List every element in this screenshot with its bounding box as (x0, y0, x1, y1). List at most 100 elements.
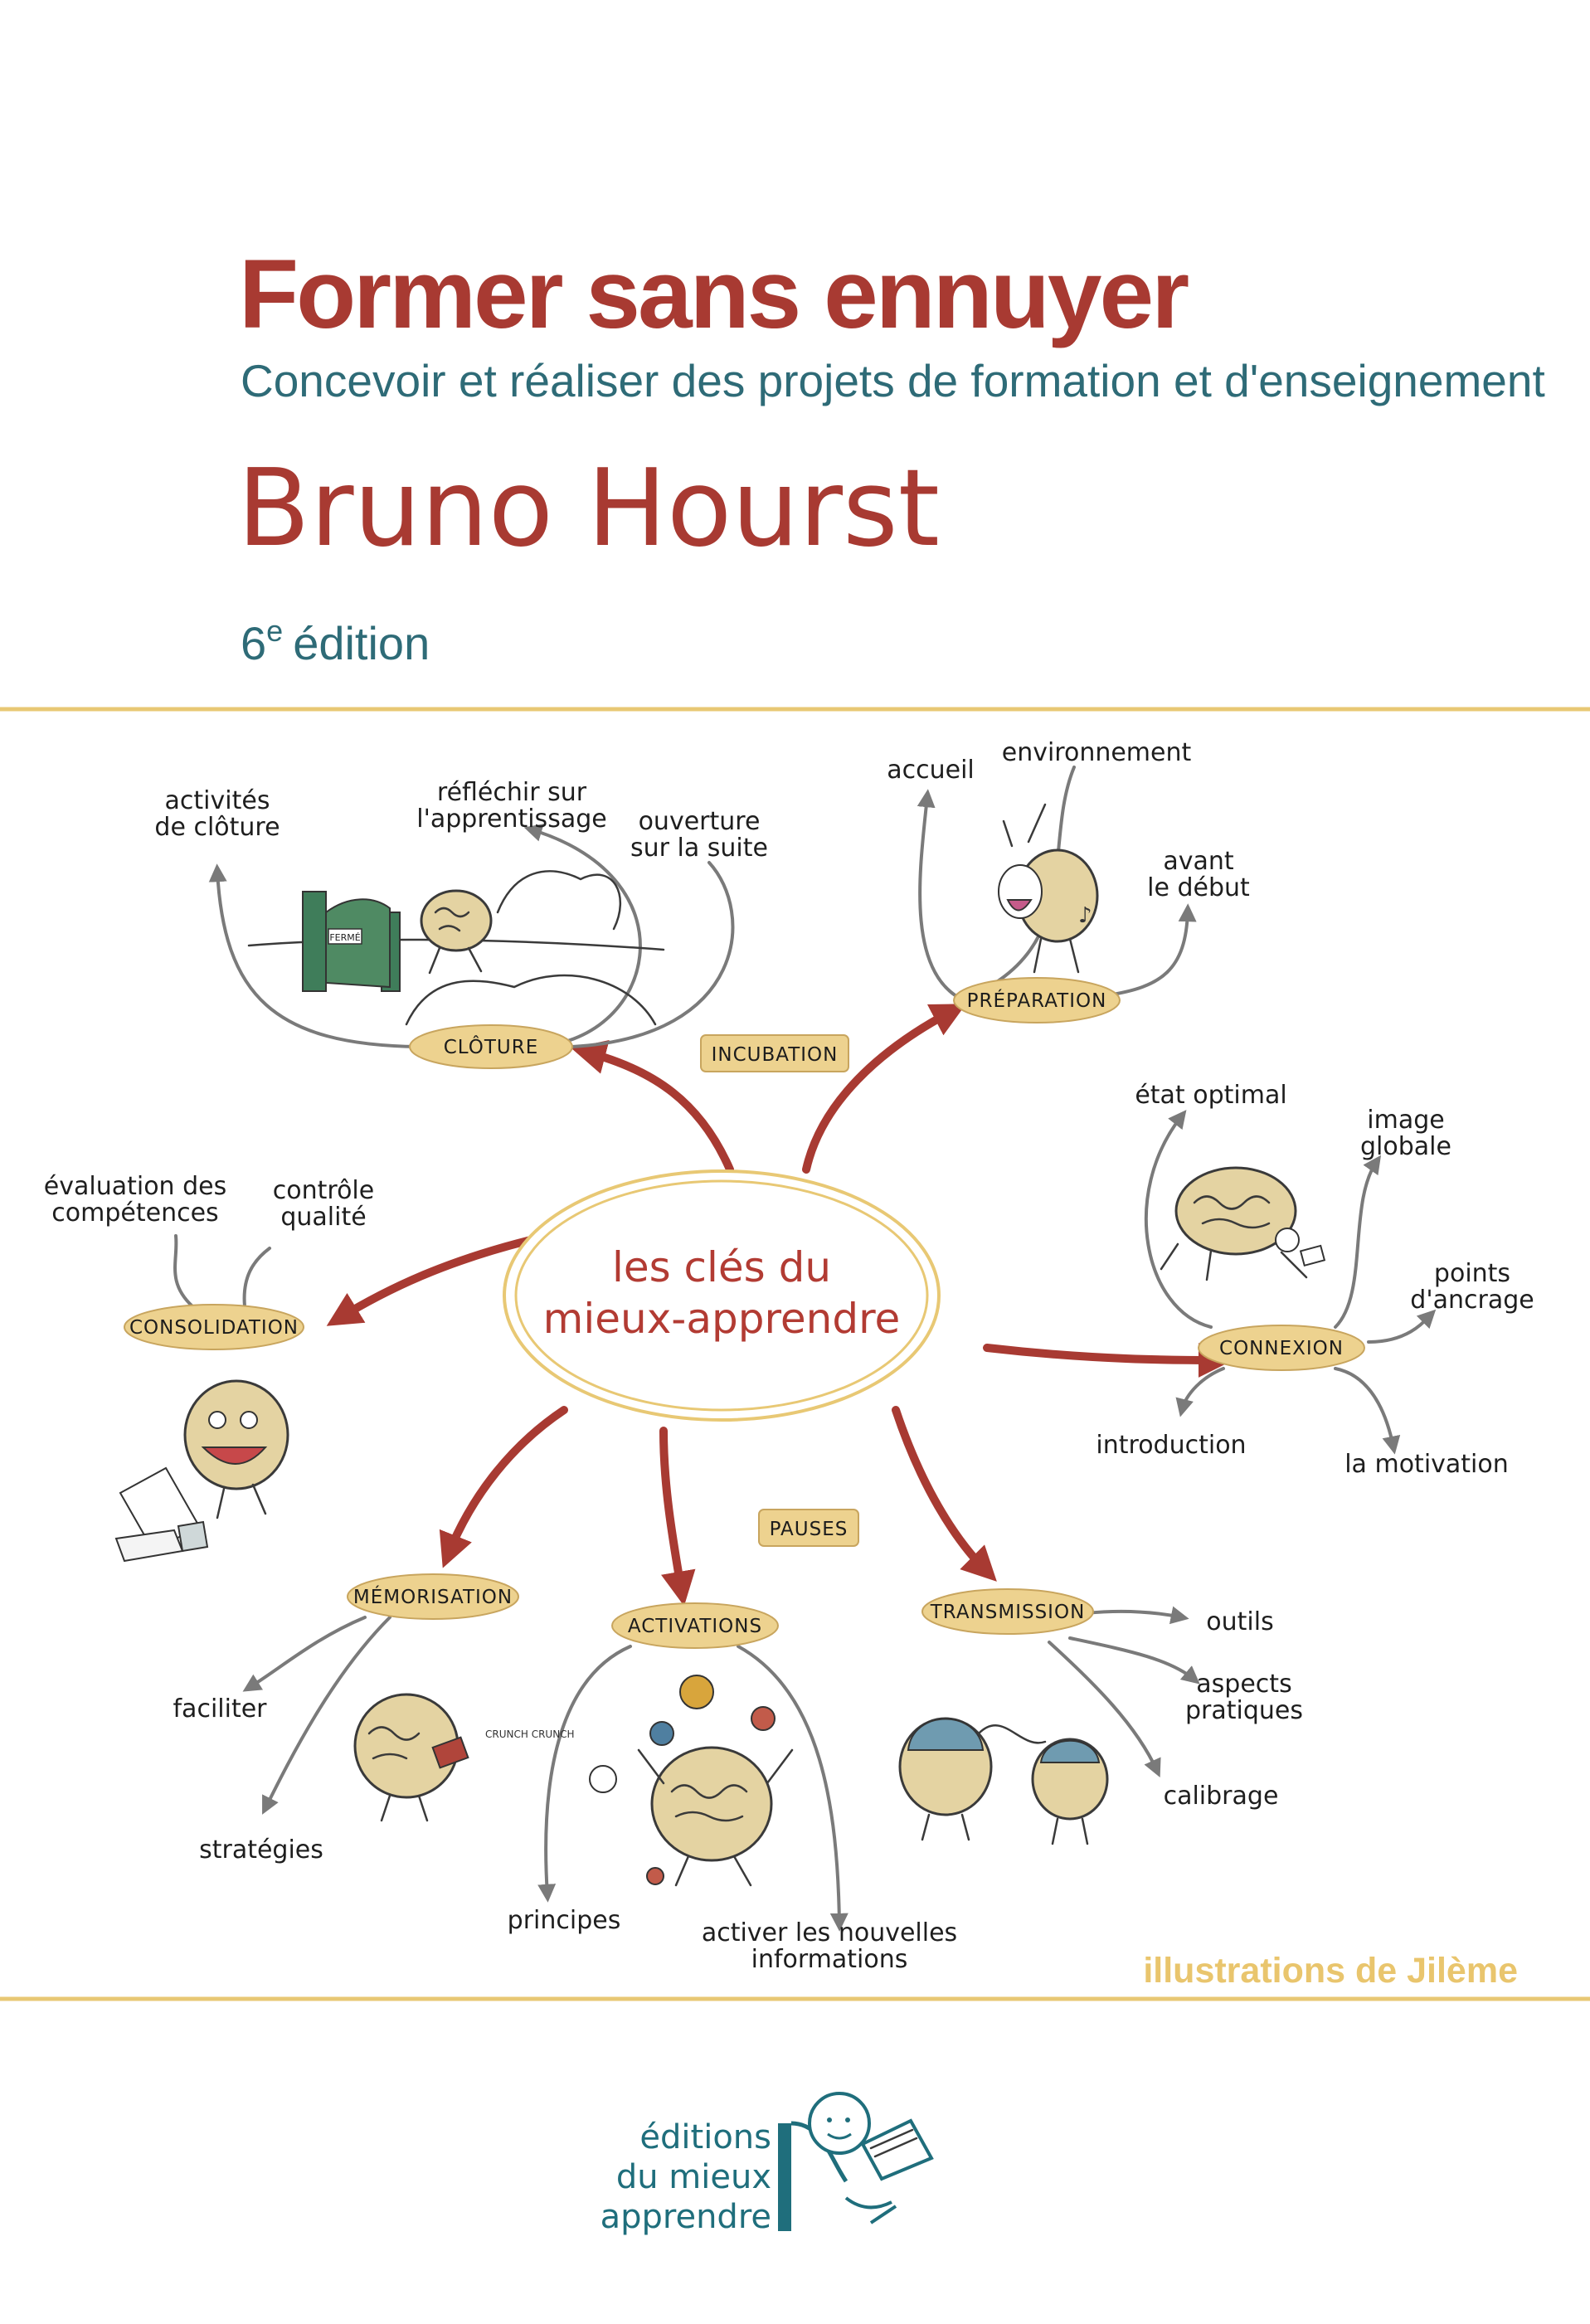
node-preparation: PRÉPARATION (953, 977, 1121, 1023)
illustration-connexion (1160, 1166, 1326, 1281)
pill-cloture (409, 1024, 573, 1069)
gate-post-left (302, 891, 327, 992)
brain-connexion (1174, 1166, 1297, 1256)
book-title: Former sans ennuyer (239, 240, 1189, 349)
leaf-controle-1: contrôle (273, 1176, 374, 1205)
branch-points-ancrage (1367, 1309, 1437, 1344)
branch-activations (659, 1427, 696, 1607)
brain-transmission-right-helmet (1039, 1739, 1101, 1763)
brain-memorisation-legs (380, 1794, 429, 1822)
brain-consolidation (183, 1379, 289, 1490)
pill-consolidation (124, 1304, 304, 1350)
book-subtitle: Concevoir et réaliser des projets de for… (241, 355, 1545, 406)
ball-yellow (679, 1675, 714, 1709)
center-text-line1: les clés du (612, 1243, 831, 1291)
brain-cloture-legs (428, 946, 483, 975)
branch-transmission (892, 1406, 997, 1582)
publisher-line1: éditions (639, 2118, 771, 2156)
pill-connexion (1198, 1325, 1365, 1371)
leaf-aspects-1: aspects (1196, 1670, 1291, 1699)
brain-consolidation-eye-left (208, 1411, 226, 1429)
logo-eye-right (845, 2117, 850, 2122)
gate-sign (328, 928, 362, 945)
pill-preparation (953, 977, 1121, 1023)
brain-activations-limbs (637, 1748, 794, 1887)
node-consolidation: CONSOLIDATION (124, 1304, 304, 1350)
brain-cloture-folds (434, 907, 470, 932)
transmission-cable (977, 1724, 1047, 1744)
branch-faciliter (242, 1616, 367, 1692)
brain-connexion-folds (1193, 1195, 1271, 1229)
node-connexion: CONNEXION (1198, 1325, 1365, 1371)
leaf-image-globale-2: globale (1360, 1132, 1451, 1161)
brain-connexion-eye (1275, 1228, 1300, 1252)
branch-motivation (1334, 1367, 1401, 1455)
leaf-activites-cloture-1: activités (165, 786, 270, 815)
logo-smile (827, 2132, 852, 2140)
leaf-points-ancrage-2: d'ancrage (1410, 1286, 1534, 1315)
brain-memorisation-folds (367, 1726, 421, 1760)
leaf-calibrage: calibrage (1164, 1782, 1279, 1811)
pill-transmission (921, 1588, 1094, 1635)
leaf-activites-cloture-2: de clôture (154, 813, 280, 842)
brain-cloture (420, 889, 493, 952)
node-memorisation: MÉMORISATION (347, 1573, 519, 1620)
illustration-cloture: FERMÉ (247, 870, 665, 1026)
brain-activations-folds (670, 1784, 748, 1822)
leaf-reflechir-2: l'apprentissage (416, 805, 606, 834)
ball-blue (649, 1721, 674, 1746)
edition-word: édition (293, 617, 430, 669)
pauses-text: PAUSES (770, 1519, 848, 1540)
leaf-points-ancrage-1: points (1434, 1259, 1510, 1288)
incubation-box (700, 1034, 849, 1072)
node-cloture: CLÔTURE (409, 1024, 573, 1069)
brain-preparation-rolling-pin (1002, 803, 1047, 848)
branch-controle (242, 1247, 271, 1308)
branch-reflechir (523, 824, 642, 1048)
node-activations-label: ACTIVATIONS (628, 1616, 762, 1637)
illustration-memorisation: CRUNCH CRUNCH (353, 1693, 575, 1822)
brain-connexion-limbs (1160, 1242, 1308, 1281)
book-author: Bruno Hourst (237, 447, 940, 571)
logo-body (844, 2196, 897, 2224)
branch-connexion (983, 1342, 1233, 1378)
branch-avant (1106, 903, 1197, 997)
node-activations: ACTIVATIONS (611, 1602, 779, 1649)
reading-child-logo-icon (778, 2092, 934, 2231)
leaf-activer-1: activer les nouvelles (702, 1918, 957, 1947)
node-transmission: TRANSMISSION (921, 1588, 1094, 1635)
leaf-reflechir-1: réfléchir sur (437, 778, 587, 807)
brain-consolidation-legs (216, 1483, 267, 1519)
leaf-controle-2: qualité (280, 1203, 366, 1232)
ball-soccer (589, 1765, 617, 1793)
branch-activites-cloture (208, 863, 421, 1048)
logo-face (808, 2092, 871, 2155)
cloture-bushes (405, 974, 657, 1026)
pill-activations (611, 1602, 779, 1649)
logo-book (860, 2118, 934, 2181)
brain-transmission-left-helmet (907, 1718, 985, 1751)
node-cloture-label: CLÔTURE (444, 1035, 539, 1058)
ball-small (646, 1867, 664, 1885)
brain-preparation-mouth (1006, 899, 1033, 912)
leaf-principes: principes (508, 1906, 621, 1935)
leaf-avant-1: avant (1163, 847, 1234, 876)
illustration-consolidation (114, 1379, 289, 1563)
brain-preparation-legs (1033, 937, 1080, 974)
logo-eye-left (827, 2117, 832, 2122)
pill-memorisation (347, 1573, 519, 1620)
branch-aspects (1068, 1636, 1200, 1685)
leaf-outils: outils (1206, 1607, 1273, 1636)
brain-transmission-legs (921, 1813, 1089, 1845)
consolidation-paper-stack (114, 1529, 184, 1563)
leaf-evaluation-1: évaluation des (44, 1172, 226, 1201)
publisher-logo: éditions du mieux apprendre (601, 2092, 934, 2236)
brain-consolidation-eye-right (240, 1411, 258, 1429)
node-transmission-label: TRANSMISSION (930, 1602, 1086, 1623)
node-connexion-label: CONNEXION (1219, 1338, 1344, 1359)
leaf-motivation: la motivation (1344, 1450, 1509, 1479)
edition-suffix: e (266, 614, 283, 648)
